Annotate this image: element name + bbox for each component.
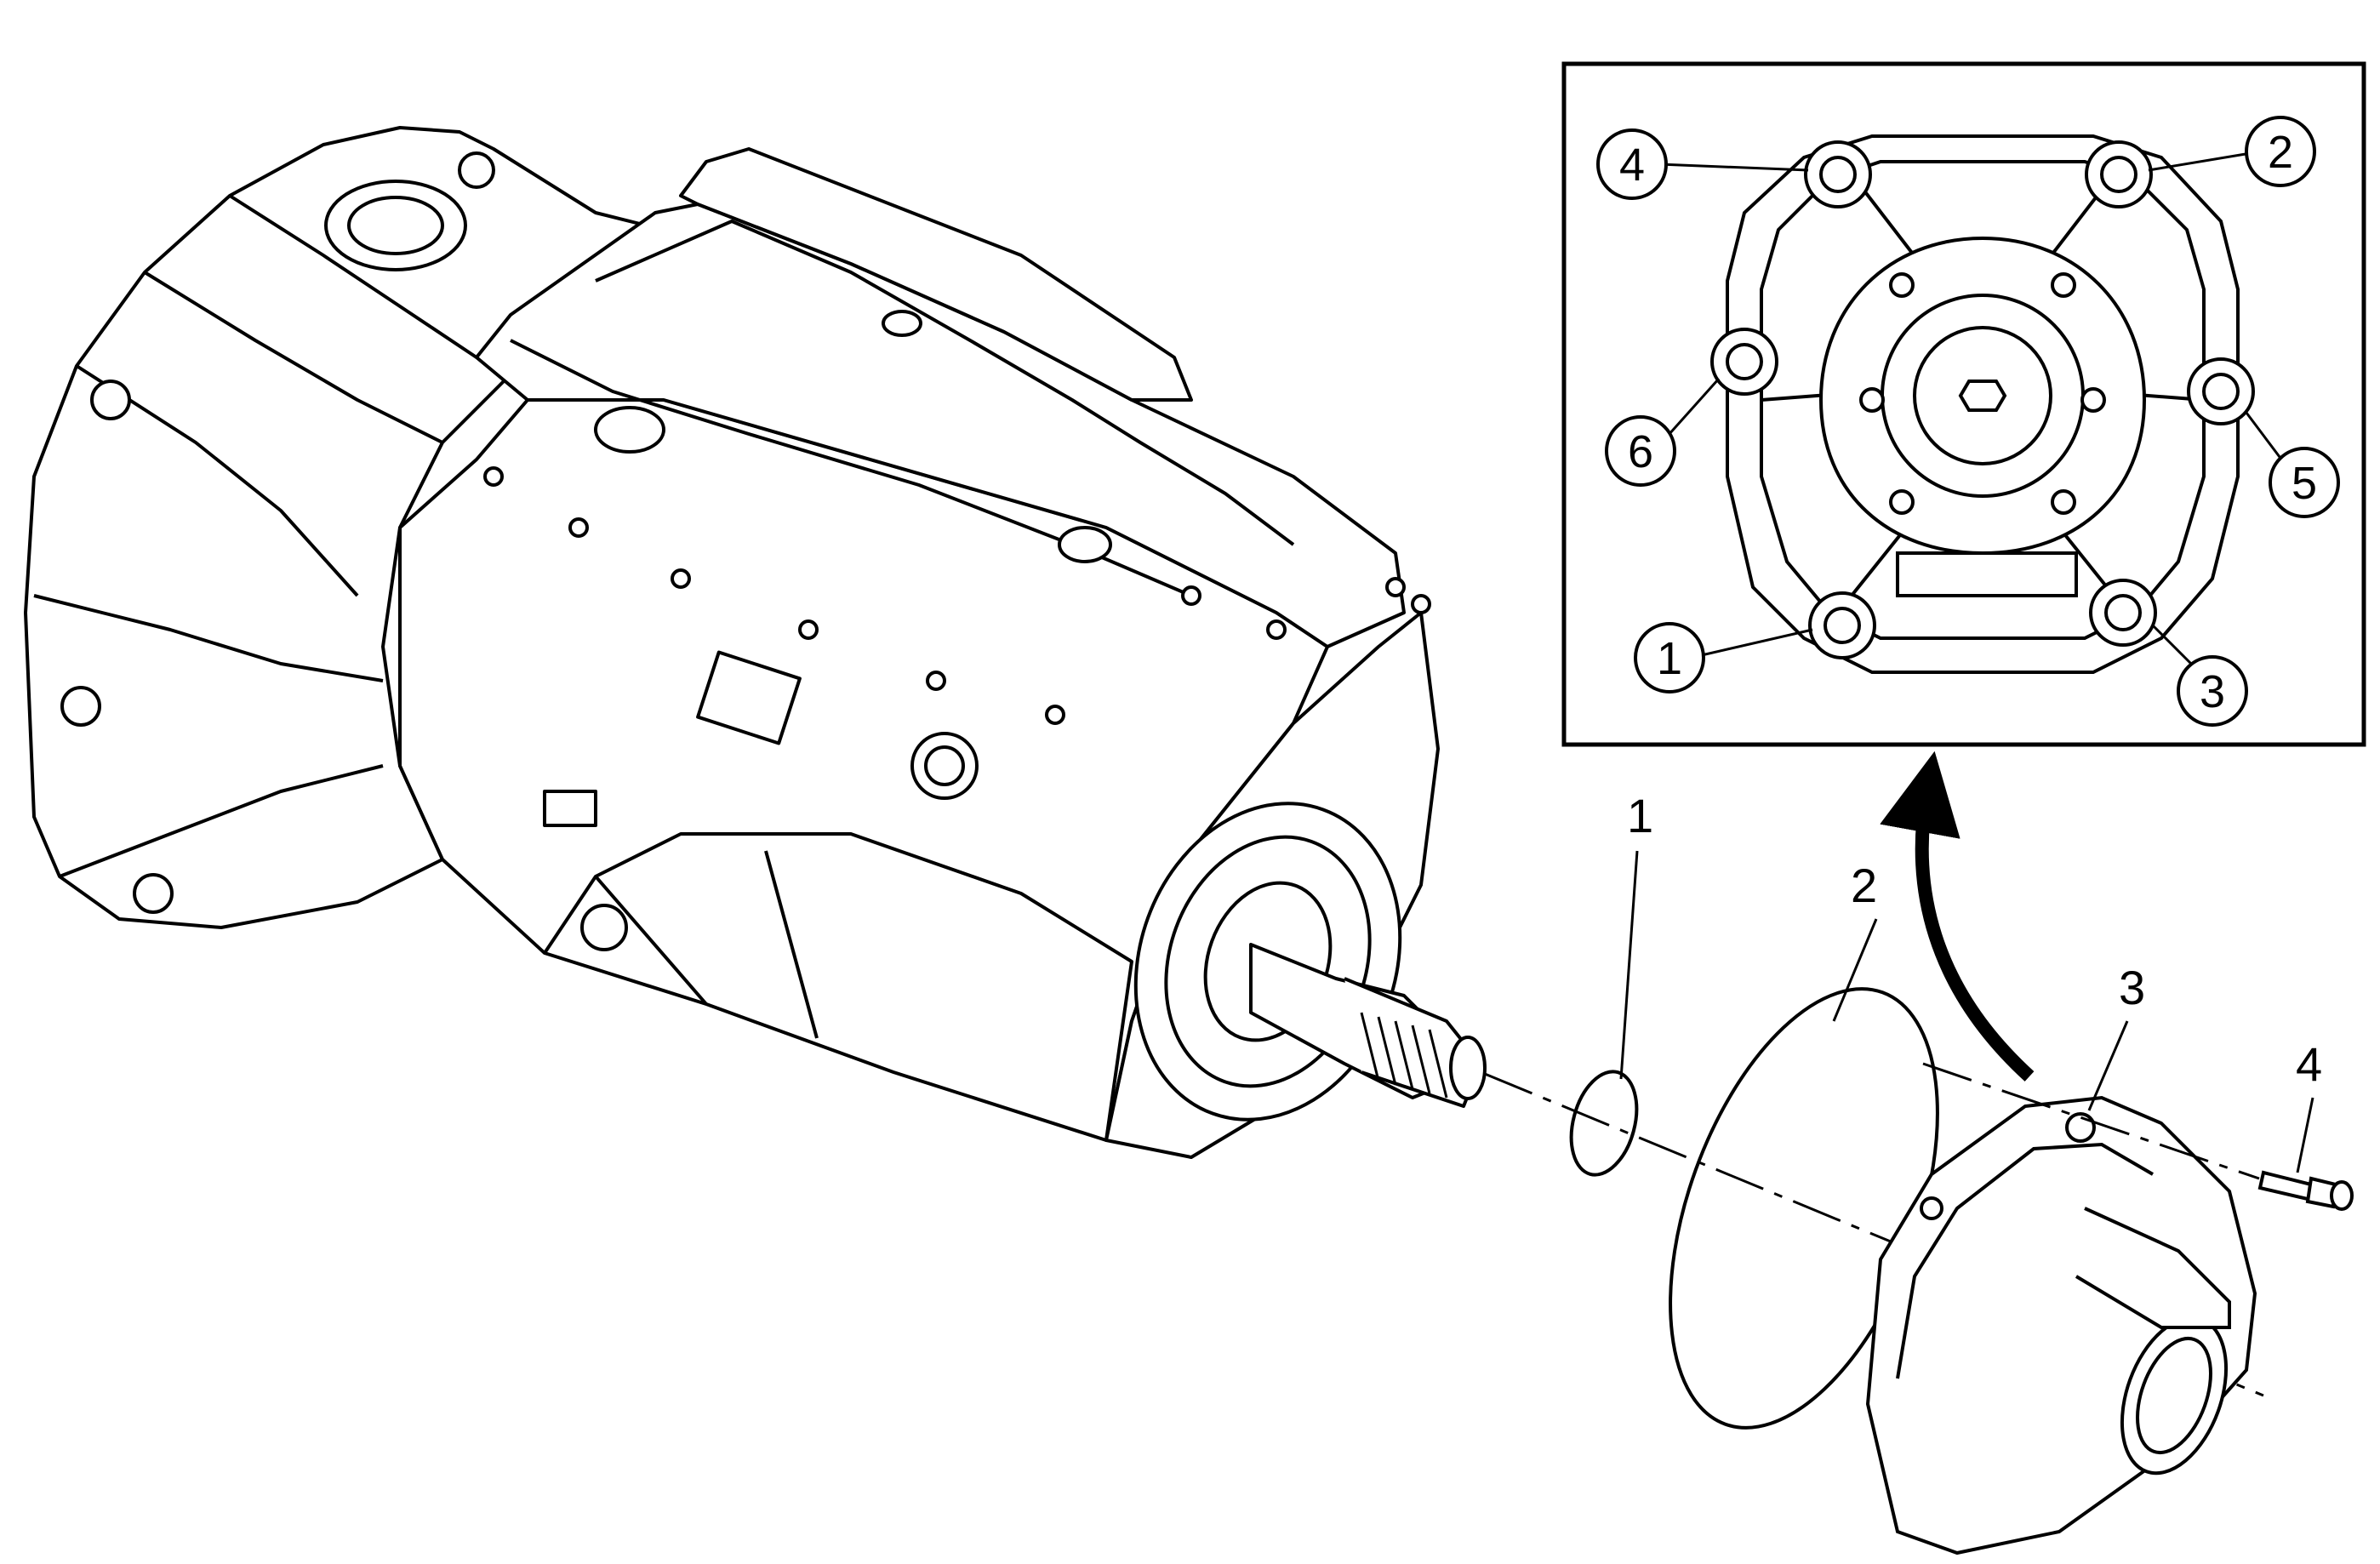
o-ring (1569, 1070, 1639, 1177)
callout-4: 4 (2296, 1037, 2322, 1091)
callout-3: 3 (2119, 961, 2145, 1014)
top-cover (475, 203, 1406, 648)
sequence-4: 4 (1619, 140, 1645, 191)
callouts: 1 2 3 4 (1627, 789, 2322, 1091)
sequence-2: 2 (2268, 127, 2293, 178)
transmission-assembly (24, 126, 1487, 1159)
bolt (2257, 1170, 2354, 1211)
inset-pointer-arrow (1880, 751, 2035, 1082)
extension-housing (1865, 1095, 2257, 1555)
inset-detail: 1 2 3 4 5 6 (1561, 61, 2366, 747)
exploded-parts (1484, 751, 2354, 1555)
sequence-3: 3 (2200, 666, 2225, 717)
callout-2: 2 (1851, 859, 1877, 912)
sequence-1: 1 (1657, 633, 1682, 684)
bolt-bosses (1710, 140, 2255, 659)
sequence-5: 5 (2292, 458, 2317, 509)
callout-1: 1 (1627, 789, 1653, 842)
sequence-6: 6 (1628, 426, 1653, 477)
